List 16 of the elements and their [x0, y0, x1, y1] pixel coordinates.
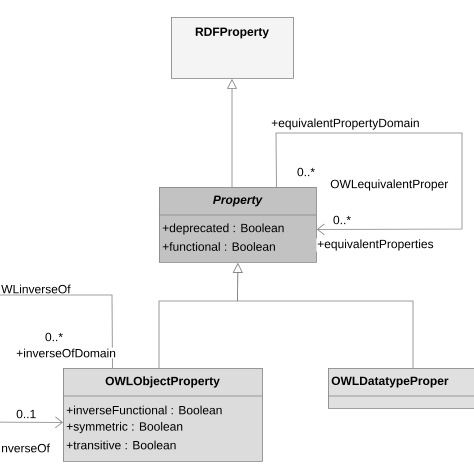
class-box: OWLDatatypeProper: [328, 368, 474, 409]
class-box: RDFProperty: [171, 17, 294, 79]
class-box: OWLObjectProperty +inverseFunctional : Boolean +symmetric : Boolean +transitive : Boolean: [62, 368, 263, 462]
multiplicity-label: 0..*: [297, 168, 315, 176]
self-association-line: [276, 132, 462, 236]
edge-label: WLinverseOf: [1, 284, 71, 294]
role-label: nverseOf: [2, 444, 50, 452]
multiplicity-label: 0..*: [45, 332, 63, 342]
multiplicity-label: 0..1: [16, 410, 36, 418]
multiplicity-label: 0..*: [333, 216, 351, 224]
edge-label: OWLequivalentProper: [330, 179, 448, 191]
role-label: +equivalentProperties: [318, 239, 434, 251]
role-label: +inverseOfDomain: [16, 348, 116, 358]
self-association-line: [0, 294, 113, 428]
role-label: +equivalentPropertyDomain: [272, 118, 419, 130]
class-box: Property +deprecated : Boolean +functional : Boolean: [158, 187, 317, 263]
